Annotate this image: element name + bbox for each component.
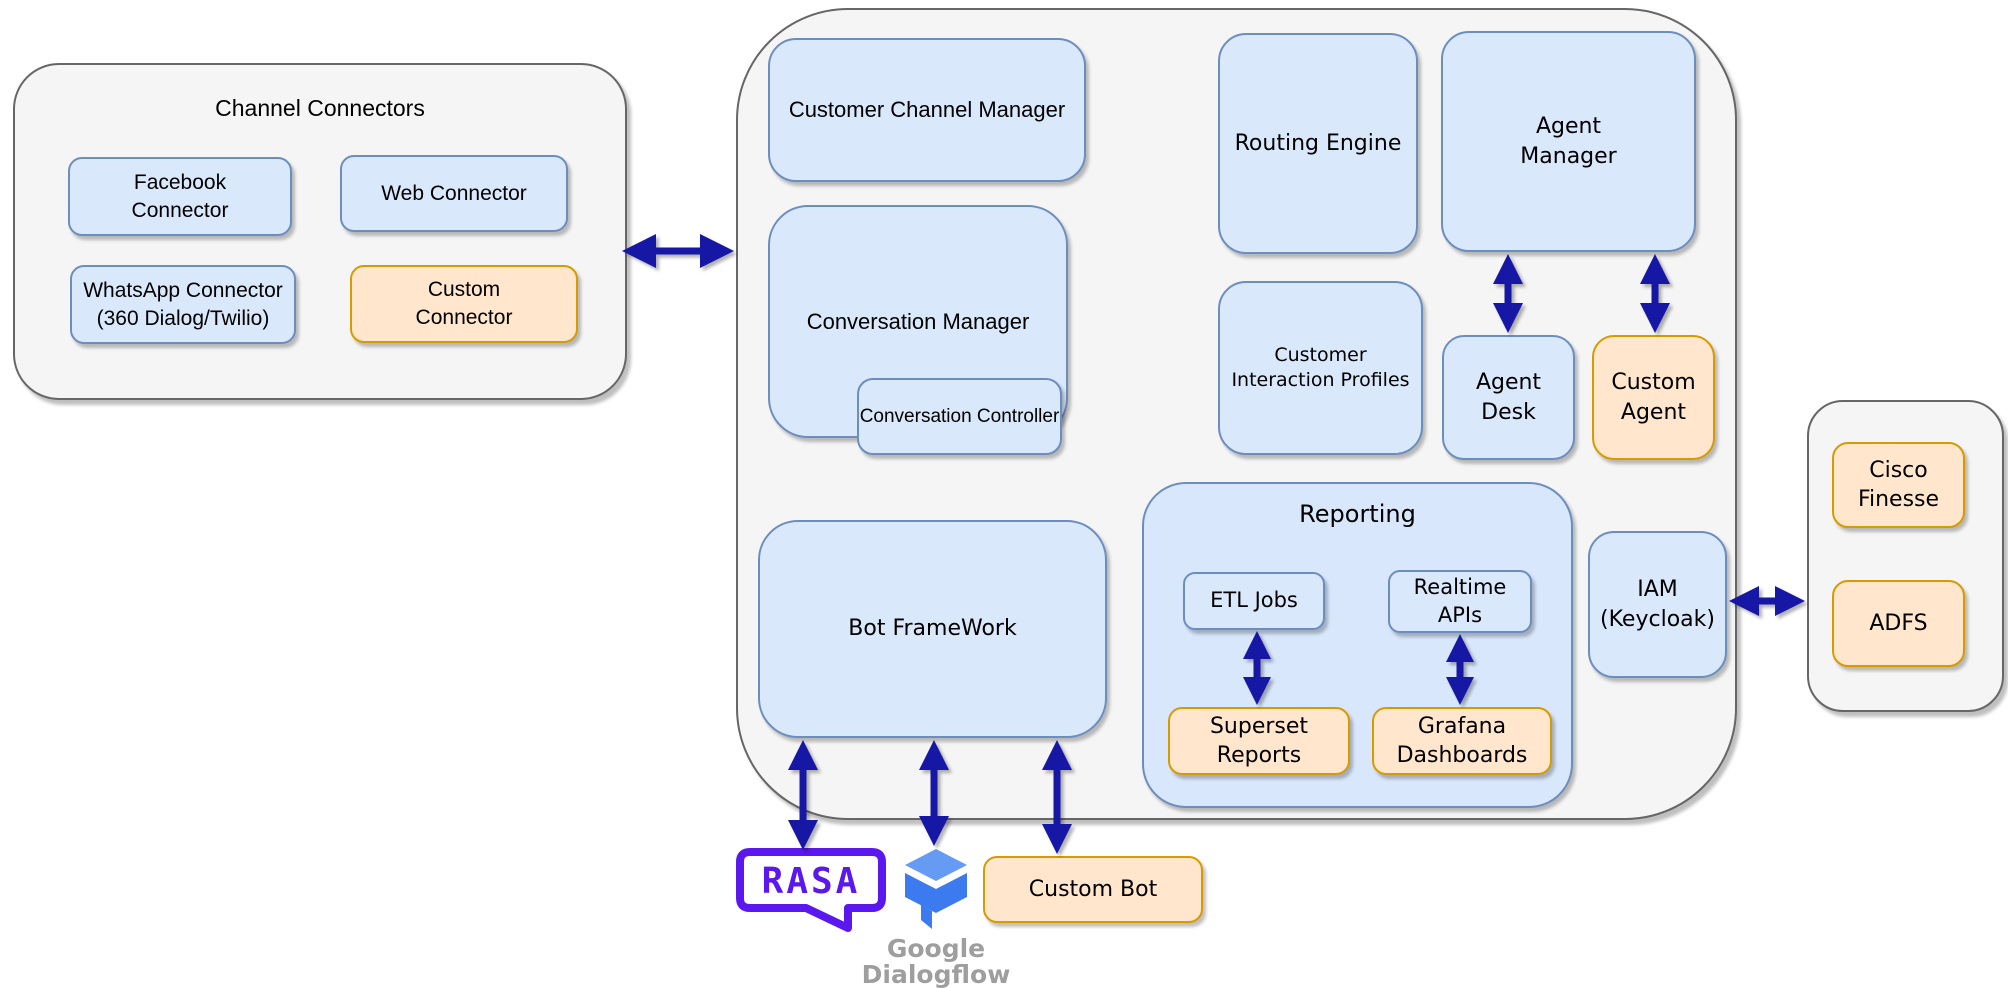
node-agent-manager: Agent Manager [1441,31,1696,252]
node-conversation-controller: Conversation Controller [857,378,1062,455]
node-grafana-dashboards: Grafana Dashboards [1372,707,1552,775]
rasa-speech-bubble [736,848,886,932]
dialogflow-cube-body [905,873,967,913]
dialogflow-icon [905,849,967,929]
dialogflow-caption: Google Dialogflow [861,934,1011,988]
node-realtime-apis: Realtime APIs [1388,570,1532,633]
node-iam-keycloak: IAM (Keycloak) [1588,531,1727,678]
arrow-channel-platform [622,234,734,268]
node-custom-agent: Custom Agent [1592,335,1715,460]
node-whatsapp-connector: WhatsApp Connector (360 Dialog/Twilio) [70,265,296,344]
node-etl-jobs: ETL Jobs [1183,572,1325,630]
dialogflow-cube-top [905,849,967,881]
node-superset-reports: Superset Reports [1168,707,1350,775]
node-web-connector: Web Connector [340,155,568,232]
node-bot-framework: Bot FrameWork [758,520,1107,738]
rasa-logo: RASA [736,848,886,932]
arrow-iam-external [1729,586,1805,616]
node-adfs: ADFS [1832,580,1965,667]
rasa-wordmark: RASA [762,861,861,902]
node-custom-connector: Custom Connector [350,265,578,343]
node-cisco-finesse: Cisco Finesse [1832,442,1965,528]
node-agent-desk: Agent Desk [1442,335,1575,460]
node-customer-channel-manager: Customer Channel Manager [768,38,1086,182]
dialogflow-speech-tail [921,905,932,929]
channel-connectors-title: Channel Connectors [215,95,425,121]
node-custom-bot: Custom Bot [983,856,1203,923]
node-customer-interaction-profiles: Customer Interaction Profiles [1218,281,1423,455]
node-facebook-connector: Facebook Connector [68,157,292,236]
reporting-title: Reporting [1299,500,1416,528]
node-routing-engine: Routing Engine [1218,33,1418,254]
